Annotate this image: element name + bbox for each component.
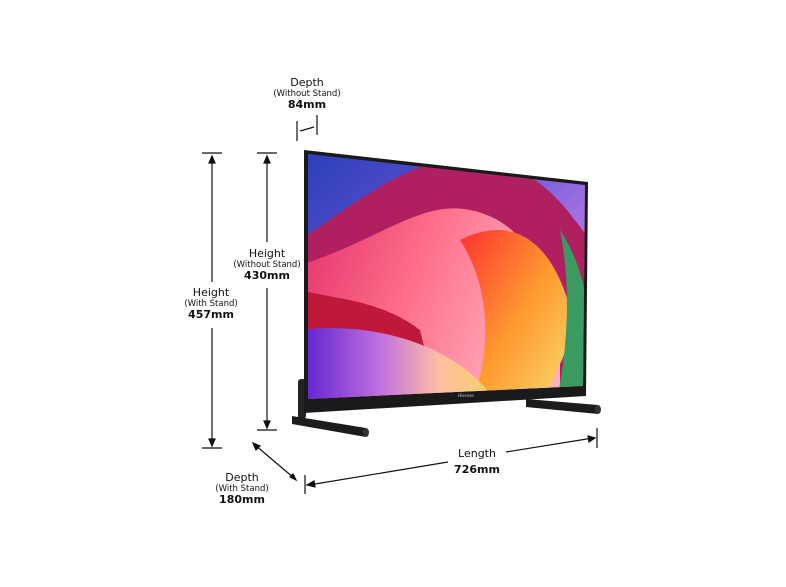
dim-note: (Without Stand) [273,88,341,99]
dim-title: Height [192,286,230,299]
depth-with-stand-label: Depth (With Stand) 180mm [215,471,269,507]
dim-title: Depth [225,471,259,484]
dim-note: (With Stand) [215,483,269,494]
dim-value: 180mm [219,493,265,507]
dim-title: Depth [290,76,324,89]
tv-screen-wallpaper [308,154,585,399]
dim-title: Length [458,447,496,460]
dimension-lines [202,115,598,494]
dim-value: 430mm [244,269,290,283]
dim-title: Height [248,247,286,260]
dim-value: 726mm [454,462,500,476]
dim-note: (Without Stand) [233,259,301,270]
height-without-stand-label: Height (Without Stand) 430mm [233,247,301,283]
stand-right [526,399,601,414]
depth-without-stand-label: Depth (Without Stand) 84mm [273,76,341,112]
dim-note: (With Stand) [184,298,238,309]
height-with-stand-label: Height (With Stand) 457mm [184,286,238,322]
dim-value: 457mm [188,308,234,322]
brand-logo: Hisense [458,393,474,398]
length-label: Length 726mm [454,447,500,476]
dim-value: 84mm [287,98,327,112]
